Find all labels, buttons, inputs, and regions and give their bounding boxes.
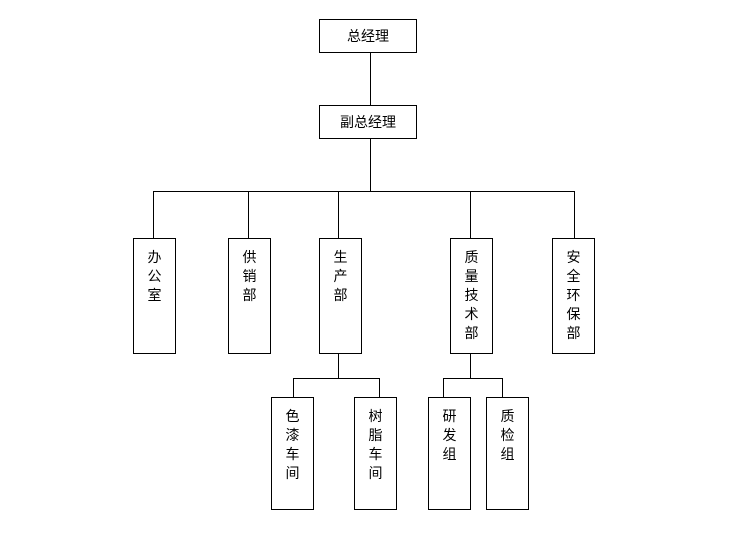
unit-char: 质 <box>500 409 515 425</box>
department-char: 部 <box>333 288 348 304</box>
deputy-manager-box: 副总经理 <box>319 105 417 139</box>
unit-char: 车 <box>368 447 383 463</box>
connector-line <box>370 52 371 105</box>
unit-char: 发 <box>442 428 457 444</box>
department-char: 部 <box>464 326 479 342</box>
connector-line <box>470 353 471 378</box>
connector-line <box>502 378 503 397</box>
unit-box-inspection: 质 检 组 <box>486 397 529 510</box>
unit-char: 色 <box>285 409 300 425</box>
unit-char: 检 <box>500 428 515 444</box>
department-box-production: 生 产 部 <box>319 238 362 354</box>
department-char: 全 <box>566 269 581 285</box>
deputy-manager-label: 副总经理 <box>340 115 396 131</box>
connector-line <box>370 138 371 192</box>
department-char: 部 <box>566 326 581 342</box>
department-char: 产 <box>333 269 348 285</box>
unit-box-resin: 树 脂 车 间 <box>354 397 397 510</box>
unit-char: 组 <box>442 447 457 463</box>
department-char: 供 <box>242 250 257 266</box>
unit-char: 组 <box>500 447 515 463</box>
general-manager-label: 总经理 <box>347 29 389 45</box>
connector-line <box>248 191 249 238</box>
department-char: 销 <box>242 269 257 285</box>
connector-line <box>470 191 471 238</box>
department-box-quality-tech: 质 量 技 术 部 <box>450 238 493 354</box>
department-char: 生 <box>333 250 348 266</box>
department-char: 量 <box>464 269 479 285</box>
unit-char: 研 <box>442 409 457 425</box>
connector-line <box>293 378 380 379</box>
department-char: 术 <box>464 307 479 323</box>
unit-char: 漆 <box>285 428 300 444</box>
department-char: 部 <box>242 288 257 304</box>
unit-box-color-paint: 色 漆 车 间 <box>271 397 314 510</box>
unit-char: 间 <box>285 466 300 482</box>
connector-line <box>153 191 154 238</box>
department-char: 公 <box>147 269 162 285</box>
connector-line <box>443 378 444 397</box>
department-char: 质 <box>464 250 479 266</box>
connector-line <box>574 191 575 238</box>
department-box-safety-env: 安 全 环 保 部 <box>552 238 595 354</box>
connector-line <box>338 353 339 378</box>
unit-char: 树 <box>368 409 383 425</box>
department-box-sales: 供 销 部 <box>228 238 271 354</box>
connector-line <box>293 378 294 397</box>
department-char: 室 <box>147 288 162 304</box>
department-box-office: 办 公 室 <box>133 238 176 354</box>
general-manager-box: 总经理 <box>319 19 417 53</box>
unit-box-rnd: 研 发 组 <box>428 397 471 510</box>
connector-line <box>153 191 575 192</box>
department-char: 办 <box>147 250 162 266</box>
department-char: 环 <box>566 288 581 304</box>
connector-line <box>379 378 380 397</box>
unit-char: 间 <box>368 466 383 482</box>
department-char: 安 <box>566 250 581 266</box>
department-char: 技 <box>464 288 479 304</box>
department-char: 保 <box>566 307 581 323</box>
unit-char: 车 <box>285 447 300 463</box>
connector-line <box>443 378 503 379</box>
connector-line <box>338 191 339 238</box>
unit-char: 脂 <box>368 428 383 444</box>
